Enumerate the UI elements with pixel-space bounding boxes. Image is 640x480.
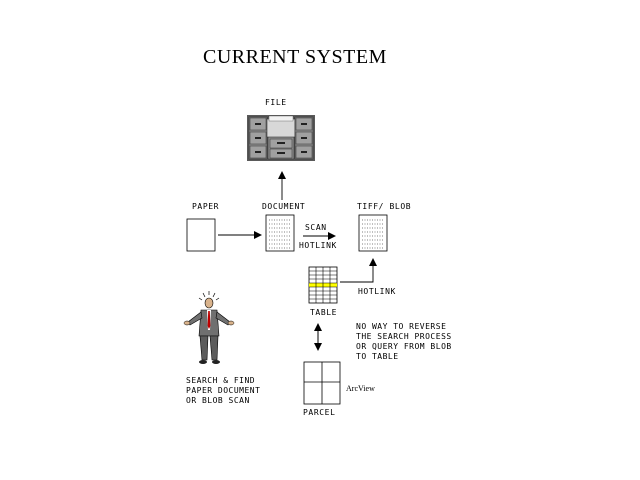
tiff-blob-label: TIFF/ BLOB <box>357 202 412 211</box>
note-line: NO WAY TO REVERSE <box>356 322 447 331</box>
note-line: PAPER DOCUMENT <box>186 386 261 395</box>
file-label: FILE <box>265 98 287 107</box>
note-line: TO TABLE <box>356 352 399 361</box>
search-find-note: SEARCH & FIND PAPER DOCUMENT OR BLOB SCA… <box>186 376 260 406</box>
document-label: DOCUMENT <box>262 202 306 211</box>
paper-label: PAPER <box>192 202 220 211</box>
table-label: TABLE <box>310 308 338 317</box>
parcel-label: PARCEL <box>303 408 336 417</box>
hotlink-table-label: HOTLINK <box>358 287 396 296</box>
person-icon <box>183 291 235 364</box>
document-node <box>265 214 295 252</box>
note-line: SEARCH & FIND <box>186 376 256 385</box>
file-cabinet-icon <box>247 115 315 161</box>
hotlink-top-label: HOTLINK <box>299 241 337 250</box>
scan-label: SCAN <box>305 223 327 232</box>
paper-node <box>186 218 216 252</box>
table-node <box>308 266 338 304</box>
arrow-table-to-blob <box>340 258 377 283</box>
arcview-label: ArcView <box>346 384 375 393</box>
tiff-blob-node <box>358 214 388 252</box>
page-title: CURRENT SYSTEM <box>203 46 387 68</box>
note-line: OR QUERY FROM BLOB <box>356 342 452 351</box>
no-way-note: NO WAY TO REVERSE THE SEARCH PROCESS OR … <box>356 322 452 362</box>
note-line: THE SEARCH PROCESS <box>356 332 452 341</box>
parcel-node <box>303 361 341 405</box>
note-line: OR BLOB SCAN <box>186 396 250 405</box>
